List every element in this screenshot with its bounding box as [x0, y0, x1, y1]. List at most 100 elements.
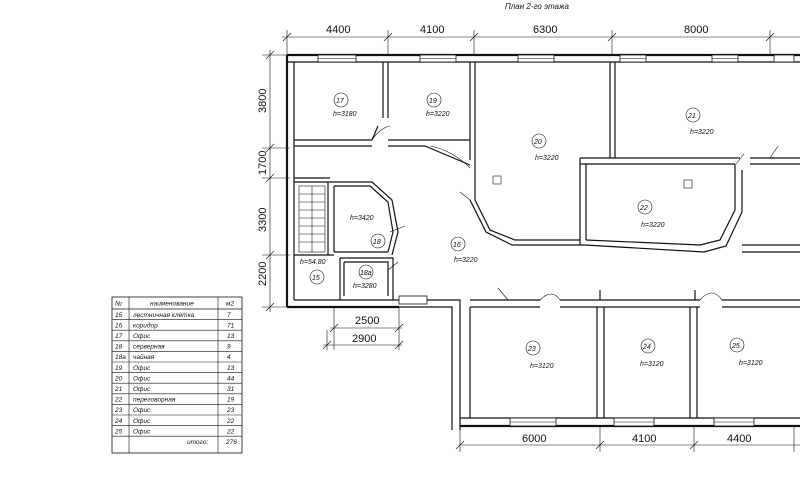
table-cell-name: серверная — [133, 344, 165, 351]
table-cell-number: 24 — [114, 418, 123, 425]
room-19: 19 h=3220 — [426, 92, 450, 118]
table-cell-area: 13 — [227, 333, 235, 340]
table-cell-name: Офис — [133, 407, 151, 414]
table-cell-number: 23 — [114, 407, 123, 414]
room-22: 22 h=3220 — [637, 199, 665, 229]
table-cell-name: Офис — [133, 418, 151, 425]
table-cell-number: 18а — [115, 354, 126, 361]
room-18-height: h=3420 — [350, 215, 374, 222]
room-23-height: h=3120 — [530, 363, 554, 370]
room-24-number: 24 — [642, 344, 651, 351]
table-cell-area: 7 — [227, 312, 231, 319]
table-cell-area: 31 — [227, 386, 235, 393]
dim-bottom-left-2: 2900 — [352, 333, 376, 345]
room-19-number: 19 — [429, 98, 437, 105]
table-cell-number: 18 — [115, 344, 123, 351]
room-18-number: 18 — [373, 239, 381, 246]
room-21-number: 21 — [687, 113, 696, 120]
room-18a: 18a h=3280 — [353, 264, 377, 290]
table-cell-name: лестничная клетка — [132, 312, 195, 319]
top-windows — [317, 54, 795, 63]
table-cell-area: 23 — [226, 407, 235, 414]
dim-top-2: 4100 — [420, 24, 444, 36]
dim-left-2: 1700 — [257, 151, 269, 175]
room-25: 25 h=3120 — [729, 337, 763, 367]
table-cell-number: 19 — [115, 365, 123, 372]
bottom-dimensions: 6000 4100 4400 — [455, 426, 800, 452]
room-16: 16 h=3220 — [450, 236, 478, 264]
dim-top-3: 6300 — [533, 24, 557, 36]
table-cell-number: 21 — [114, 386, 123, 393]
room-24-height: h=3120 — [640, 361, 664, 368]
room-15-number: 15 — [312, 275, 320, 282]
dim-left-4: 2200 — [257, 262, 269, 286]
outer-walls — [285, 53, 800, 430]
room-21-height: h=3220 — [690, 129, 714, 136]
room-20: 20 h=3220 — [531, 133, 559, 162]
room-25-height: h=3120 — [739, 360, 763, 367]
room-24: 24 h=3120 — [640, 338, 664, 368]
room-20-number: 20 — [533, 139, 542, 146]
table-cell-name: Офис — [133, 386, 151, 393]
table-header-number: № — [115, 301, 122, 308]
table-cell-number: 20 — [114, 375, 123, 382]
table-total-value: 276 — [225, 439, 237, 446]
table-cell-name: Офис — [133, 333, 151, 340]
room-17: 17 h=3180 — [333, 92, 357, 118]
room-18: 18 h=3420 — [350, 215, 386, 249]
table-cell-area: 71 — [227, 322, 235, 329]
room-15-height: h=54.80 — [300, 259, 326, 266]
table-cell-name: Офис — [133, 375, 151, 382]
table-cell-area: 44 — [227, 375, 235, 382]
room-17-height: h=3180 — [333, 111, 357, 118]
room-21: 21 h=3220 — [685, 107, 714, 136]
dim-top-4: 8000 — [684, 24, 708, 36]
room-22-height: h=3220 — [641, 222, 665, 229]
room-25-number: 25 — [731, 343, 740, 350]
interior-walls — [294, 62, 800, 418]
room-23-number: 23 — [527, 346, 536, 353]
table-cell-name: коридор — [133, 321, 158, 329]
table-cell-name: чайная — [133, 353, 155, 361]
table-cell-area: 9 — [227, 344, 231, 351]
table-cell-area: 4 — [227, 354, 231, 361]
dim-bottom-2: 4100 — [632, 433, 656, 445]
room-18a-height: h=3280 — [353, 283, 377, 290]
bottom-left-dimensions: 2500 2900 — [322, 307, 404, 350]
dim-left-3: 3300 — [257, 208, 269, 232]
table-cell-number: 16 — [115, 322, 123, 329]
room-22-number: 22 — [639, 205, 648, 212]
table-cell-number: 22 — [114, 397, 123, 404]
room-schedule-table: № наименование м2 15 лестничная клетка 7 16 кор… — [111, 296, 243, 454]
table-header-name: наименование — [150, 301, 194, 308]
room-17-number: 17 — [336, 98, 345, 105]
room-20-height: h=3220 — [535, 155, 559, 162]
table-cell-name: Офис — [133, 365, 151, 372]
table-cell-number: 17 — [115, 333, 123, 340]
column-20 — [492, 175, 502, 185]
table-cell-number: 25 — [114, 428, 123, 435]
dim-bottom-1: 6000 — [522, 433, 546, 445]
table-cell-area: 22 — [226, 428, 235, 435]
table-header-area: м2 — [226, 301, 234, 308]
dim-top-1: 4400 — [326, 24, 350, 36]
dim-left-1: 3800 — [257, 89, 269, 113]
table-cell-area: 22 — [226, 418, 235, 425]
table-total-label: итого: — [187, 439, 208, 446]
room-23: 23 h=3120 — [525, 340, 554, 370]
left-dimension-line: 3800 1700 3300 2200 — [257, 50, 290, 312]
column-22 — [683, 179, 693, 189]
room-15: 15 h=54.80 — [300, 259, 326, 285]
dim-bottom-left-1: 2500 — [355, 315, 379, 327]
room-18a-number: 18a — [360, 270, 372, 277]
table-cell-area: 13 — [227, 365, 235, 372]
table-cell-area: 19 — [227, 397, 235, 404]
room-16-height: h=3220 — [454, 257, 478, 264]
table-cell-number: 15 — [115, 312, 123, 319]
bottom-windows — [398, 295, 755, 427]
dim-bottom-3: 4400 — [727, 433, 751, 445]
top-dimension-line: 4400 4100 6300 8000 — [282, 24, 800, 55]
room-19-height: h=3220 — [426, 111, 450, 118]
